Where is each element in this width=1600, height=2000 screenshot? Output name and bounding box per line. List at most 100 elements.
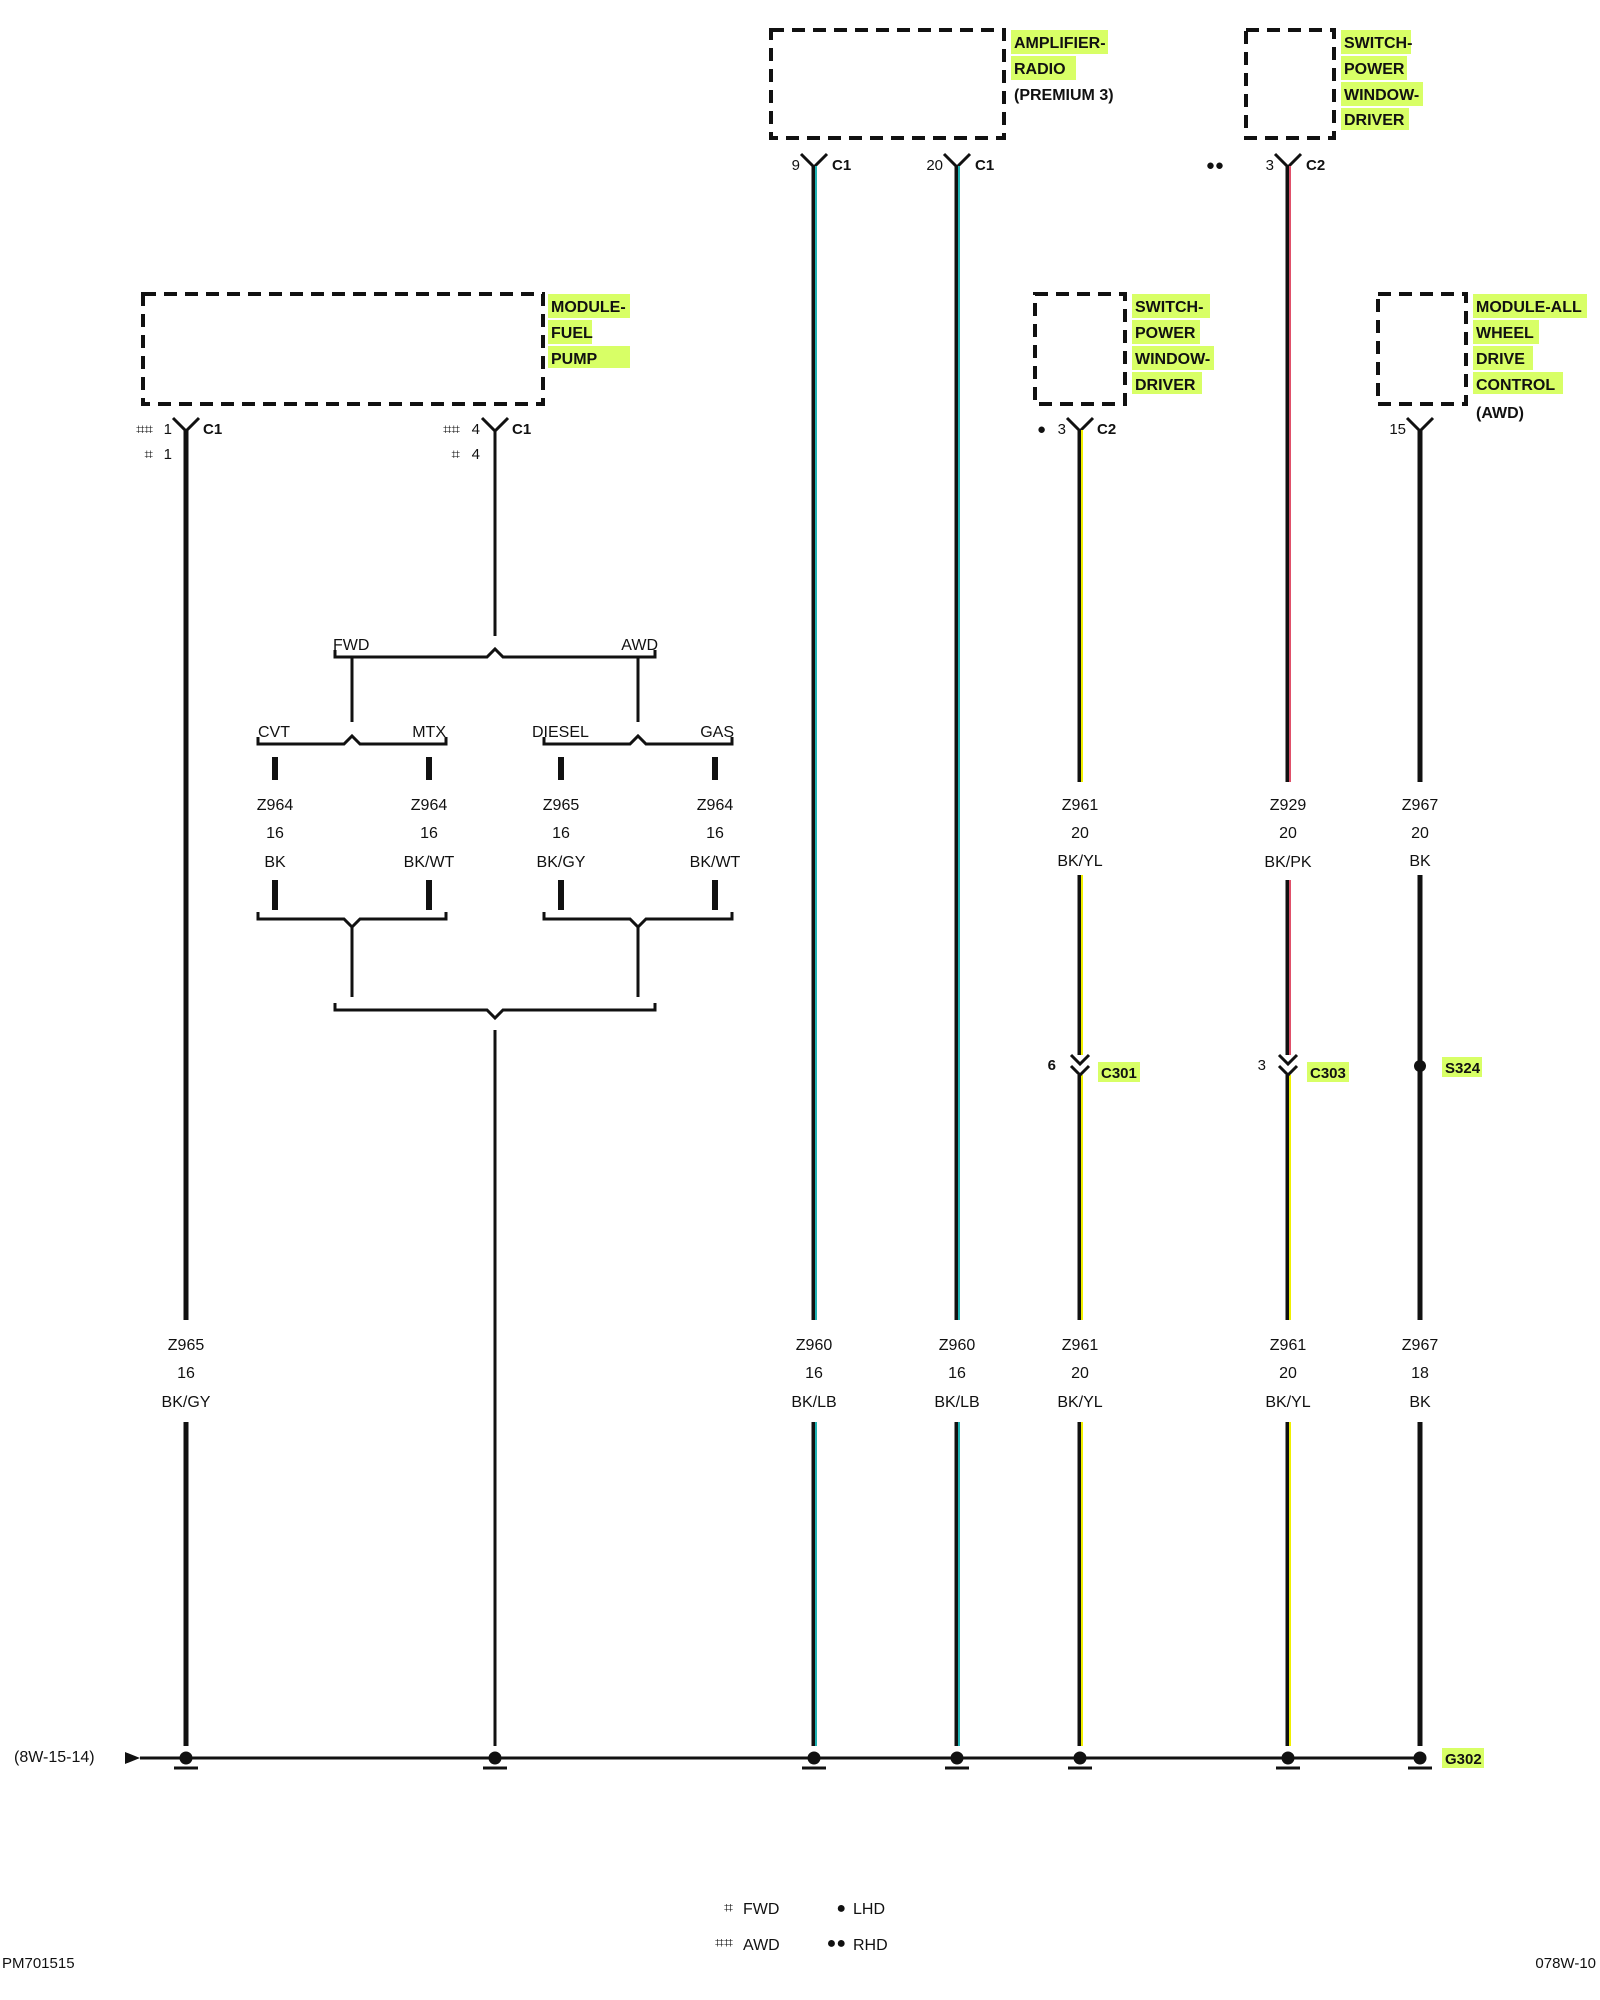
wire-gauge: 16 <box>266 825 284 842</box>
ground-id: G302 <box>1445 1751 1482 1768</box>
wire-circuit: Z960 <box>939 1337 976 1354</box>
pin-number: 20 <box>926 157 943 174</box>
wire-color: BK <box>264 854 286 871</box>
component-label: POWER <box>1344 61 1405 78</box>
component-label: WINDOW- <box>1135 351 1210 368</box>
wire-gauge: 16 <box>948 1365 966 1382</box>
wire-color: BK <box>1409 1394 1431 1411</box>
branch-label-fwd: FWD <box>333 637 369 654</box>
wire-color: BK/YL <box>1057 853 1102 870</box>
wire-color: BK/WT <box>690 854 741 871</box>
pin-amp-9: 9 C1 <box>792 157 852 174</box>
wire-gauge: 20 <box>1071 825 1089 842</box>
pin-number: 15 <box>1389 421 1406 438</box>
component-label: AMPLIFIER- <box>1014 35 1106 52</box>
component-label: DRIVER <box>1344 112 1405 129</box>
connector-id: C301 <box>1101 1065 1137 1082</box>
wire-circuit: Z964 <box>697 797 734 814</box>
wire-gauge: 16 <box>420 825 438 842</box>
wire-gauge: 20 <box>1071 1365 1089 1382</box>
wire-z960-b[interactable] <box>954 166 960 1746</box>
wire-color: BK/PK <box>1264 854 1311 871</box>
component-note: (PREMIUM 3) <box>1014 87 1114 104</box>
connector-pin: 6 <box>1048 1057 1056 1074</box>
wire-circuit: Z961 <box>1270 1337 1307 1354</box>
lhd-marker: ● <box>1037 421 1046 438</box>
component-switch-power-window-top[interactable]: SWITCH- POWER WINDOW- DRIVER <box>1244 28 1423 140</box>
branch-labels: FWD AWD CVT MTX DIESEL GAS <box>258 637 734 741</box>
component-label: MODULE-ALL <box>1476 299 1582 316</box>
wire-color: BK/GY <box>162 1394 211 1411</box>
component-label: DRIVER <box>1135 377 1196 394</box>
wire-color: BK/YL <box>1057 1394 1102 1411</box>
wire-z929[interactable] <box>1285 166 1291 1746</box>
ground-taps <box>174 1751 1432 1770</box>
wire-gauge: 20 <box>1411 825 1429 842</box>
branch-label-mtx: MTX <box>412 724 446 741</box>
component-module-fuel-pump[interactable]: MODULE- FUEL PUMP <box>141 292 630 406</box>
pin-number: 4 <box>472 446 480 463</box>
wire-z961[interactable] <box>1077 430 1083 1746</box>
component-label: FUEL <box>551 325 593 342</box>
connector-id: C2 <box>1097 421 1116 438</box>
component-label: CONTROL <box>1476 377 1555 394</box>
component-label: SWITCH- <box>1344 35 1412 52</box>
wire-circuit: Z964 <box>257 797 294 814</box>
component-label: PUMP <box>551 351 598 368</box>
wire-color: BK/LB <box>791 1394 836 1411</box>
component-label: SWITCH- <box>1135 299 1203 316</box>
branch-stubs <box>272 757 718 910</box>
wire-color: BK <box>1409 853 1431 870</box>
legend-lhd-marker: ● <box>836 1900 846 1917</box>
wire-circuit: Z929 <box>1270 797 1307 814</box>
connector-id: C1 <box>832 157 851 174</box>
wire-gauge: 20 <box>1279 1365 1297 1382</box>
connector-id: C1 <box>203 421 222 438</box>
branch-tree <box>256 646 734 1021</box>
pin-fuel-pump-1: ⌗⌗ 1 C1 ⌗ 1 <box>136 421 222 463</box>
pin-number: 1 <box>164 446 172 463</box>
component-module-awd[interactable]: MODULE-ALL WHEEL DRIVE CONTROL (AWD) <box>1376 292 1587 422</box>
wire-circuit: Z961 <box>1062 1337 1099 1354</box>
wire-circuit: Z965 <box>543 797 580 814</box>
component-note: (AWD) <box>1476 405 1524 422</box>
wire-gauge: 16 <box>805 1365 823 1382</box>
component-label: POWER <box>1135 325 1196 342</box>
component-label: DRIVE <box>1476 351 1525 368</box>
splice-s324[interactable]: S324 <box>1414 1057 1482 1077</box>
inline-connector-c301[interactable]: 6 C301 <box>1048 1053 1140 1082</box>
wire-color: BK/WT <box>404 854 455 871</box>
wire-z960-a[interactable] <box>811 166 817 1746</box>
legend: ⌗ FWD ⌗⌗ AWD ● LHD ●● RHD <box>715 1900 888 1954</box>
pin-number: 1 <box>164 421 172 438</box>
legend-rhd-label: RHD <box>853 1937 888 1954</box>
branch-label-cvt: CVT <box>258 724 290 741</box>
inline-connector-c303[interactable]: 3 C303 <box>1258 1053 1349 1082</box>
pin-fuel-pump-4: ⌗⌗ 4 C1 ⌗ 4 <box>443 421 531 463</box>
wire-gauge: 16 <box>706 825 724 842</box>
splice-id: S324 <box>1445 1060 1481 1077</box>
component-amplifier-radio[interactable]: AMPLIFIER- RADIO (PREMIUM 3) <box>769 28 1114 140</box>
component-label: WINDOW- <box>1344 87 1419 104</box>
ground-bus[interactable]: (8W-15-14) G302 <box>14 1748 1484 1768</box>
ground-reference: (8W-15-14) <box>14 1749 95 1766</box>
wire-circuit: Z967 <box>1402 797 1439 814</box>
connector-id: C303 <box>1310 1065 1346 1082</box>
legend-fwd-marker: ⌗ <box>724 1900 733 1917</box>
awd-marker: ⌗⌗ <box>443 421 460 438</box>
pin-awd-15: 15 <box>1389 421 1406 438</box>
wire-circuit: Z964 <box>411 797 448 814</box>
footer-right-id: 078W-10 <box>1535 1955 1596 1972</box>
wire-color: BK/GY <box>537 854 586 871</box>
wire-circuit: Z965 <box>168 1337 205 1354</box>
legend-rhd-marker: ●● <box>827 1935 846 1952</box>
pin-number: 3 <box>1058 421 1066 438</box>
component-switch-power-window-mid[interactable]: SWITCH- POWER WINDOW- DRIVER <box>1033 292 1214 406</box>
legend-awd-label: AWD <box>743 1937 780 1954</box>
connector-pin: 3 <box>1258 1057 1266 1074</box>
pin-number: 4 <box>472 421 480 438</box>
branch-label-diesel: DIESEL <box>532 724 589 741</box>
fwd-marker: ⌗ <box>452 446 461 463</box>
wire-color: BK/YL <box>1265 1394 1310 1411</box>
